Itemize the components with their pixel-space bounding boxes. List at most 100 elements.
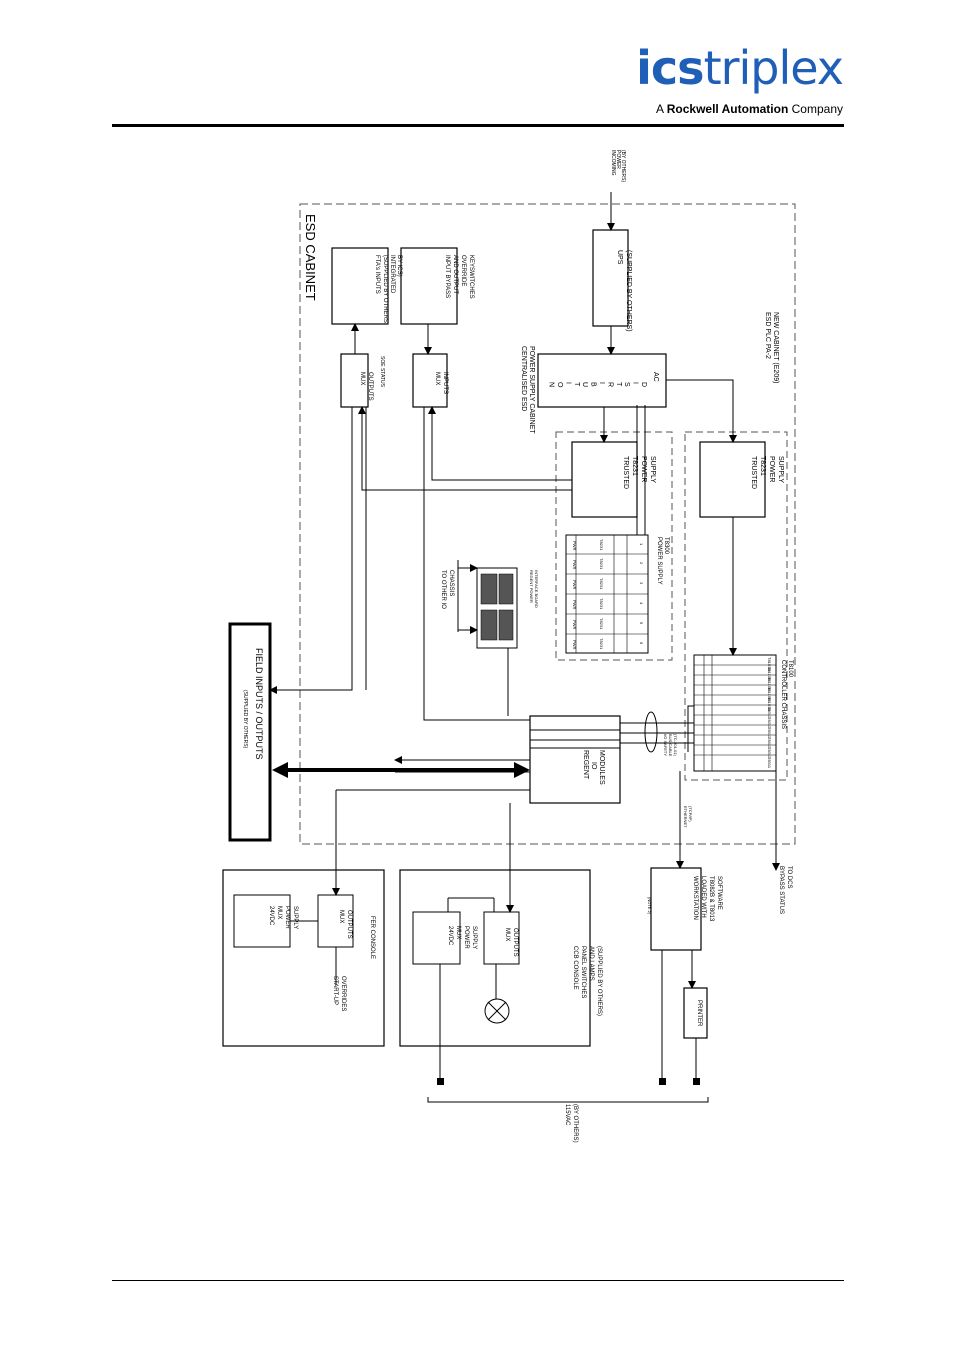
svg-text:(SUPPLIED BY OTHERS): (SUPPLIED BY OTHERS): [625, 250, 632, 332]
ac-distribution-box: [537, 353, 667, 408]
svg-text:PANEL SWITCHES: PANEL SWITCHES: [580, 946, 586, 998]
fta-inputs-box: [331, 247, 389, 325]
svg-text:SUPPLY: SUPPLY: [777, 456, 784, 483]
svg-text:T8300: T8300: [663, 537, 669, 555]
field-io-label: FIELD INPUTS / OUTPUTS: [254, 648, 264, 760]
ac-distribution-letter: I: [598, 382, 605, 384]
controller-chassis-t8100: [693, 654, 777, 772]
incoming-power-label: INCOMING: [610, 150, 616, 176]
svg-text:SUPPLY: SUPPLY: [292, 906, 298, 929]
regent-power-board-label: REGENT POWER: [529, 570, 534, 603]
to-other-io-label: TO OTHER IO: [440, 570, 446, 609]
ps-slot-number: 4: [639, 602, 644, 605]
svg-text:POWER: POWER: [768, 456, 775, 482]
ac-distribution-letter: B: [590, 382, 597, 387]
io-safety-bus-cable: [644, 711, 658, 753]
logo-wordmark: icstriplex: [636, 40, 844, 96]
svg-text:CHASSIS: CHASSIS: [448, 570, 454, 596]
controller-slot-label: T8311: [767, 757, 772, 769]
svg-text:OUTPUTS: OUTPUTS: [346, 910, 352, 939]
io-safety-bus-label: I/O SAFETY: [663, 734, 668, 756]
ups-box: [592, 229, 629, 327]
svg-text:T8100: T8100: [787, 660, 793, 678]
svg-text:LOADED WITH: LOADED WITH: [700, 876, 706, 918]
power-supply-t8300-chassis: [565, 534, 649, 654]
field-io-bus-arrow: [272, 762, 530, 778]
fer-24vdc-supply-box: [233, 894, 291, 948]
centralised-ps-cabinet-boundary: [555, 431, 673, 661]
input-bypass-box: [400, 247, 458, 325]
ac-distribution-letter: T: [615, 382, 622, 387]
ps-module-code: T8231: [599, 578, 604, 590]
svg-text:T8231: T8231: [759, 456, 766, 476]
ac-distribution-letter: I: [564, 382, 571, 384]
ac-distribution-letter: O: [556, 382, 563, 388]
controller-slot-label: T8311: [767, 717, 772, 729]
svg-text:SOFTWARE: SOFTWARE: [716, 876, 722, 910]
ac-distribution-letter: U: [581, 382, 588, 387]
svg-text:OVERRIDE: OVERRIDE: [460, 255, 466, 286]
svg-text:OUTPUTS: OUTPUTS: [367, 372, 373, 401]
ac-distribution-letter: D: [640, 382, 647, 387]
controller-slot-label: T8151B: [767, 697, 772, 711]
mux-outputs-box: [340, 353, 369, 408]
ac-distribution-letter: S: [623, 382, 630, 387]
connection-lines: [269, 192, 780, 1103]
printer-box: [683, 987, 708, 1039]
ps-row-label: PWR: [572, 600, 577, 609]
field-inputs-outputs-box: [228, 622, 272, 842]
centralised-cabinet-label: CENTRALISED ESD: [520, 346, 527, 411]
controller-chassis-label: CONTROLLER CHASSIS: [780, 660, 786, 729]
mux-inputs-label: MUX: [434, 372, 440, 385]
ps-row-label: PWR: [572, 580, 577, 589]
workstation-label: WORKSTATION: [692, 876, 698, 920]
ac-distribution-letter: T: [573, 382, 580, 387]
controller-slot-label: T8110B: [767, 677, 772, 691]
printer-label: PRINTER: [696, 1000, 702, 1027]
mux-outputs-label: MUX: [359, 372, 365, 385]
controller-slot-label: T8110B: [767, 667, 772, 681]
svg-text:TO DCS: TO DCS: [786, 866, 792, 889]
controller-slot-label: T8151B: [767, 657, 772, 671]
svg-text:AC: AC: [652, 372, 659, 382]
note-label: (NOTE 2): [647, 897, 652, 915]
ps-row-label: PWR: [572, 560, 577, 569]
ccb-24vdc-label: 24VDC: [447, 926, 453, 946]
startup-overrides-label: START-UP: [332, 976, 338, 1005]
mains-plugs: [437, 1078, 700, 1085]
svg-text:POWER: POWER: [463, 926, 469, 949]
svg-text:AND LAMPS: AND LAMPS: [588, 946, 594, 981]
ac-distribution-label: AC: [652, 372, 659, 382]
svg-text:IO: IO: [590, 762, 597, 770]
svg-text:(TC-201-01): (TC-201-01): [673, 734, 678, 756]
ps-slot-number: 6: [639, 642, 644, 645]
controller-slot-label: T8110B: [767, 687, 772, 701]
power-supply-t8300-label: POWER SUPPLY: [656, 537, 662, 585]
input-bypass-label: INPUT BYPASS: [444, 255, 450, 298]
svg-text:(BY OTHERS): (BY OTHERS): [572, 1104, 578, 1143]
esd-cabinet-boundary: [299, 203, 796, 845]
fta-inputs-label: FTA's INPUTS: [374, 255, 380, 294]
controller-slot-label: T8311: [767, 707, 772, 719]
svg-text:INPUTS: INPUTS: [442, 372, 448, 394]
ccb-mux-outputs-label: MUX: [504, 928, 510, 941]
fer-mux-outputs-label: MUX: [338, 910, 344, 923]
workstation-box: [650, 867, 702, 951]
ps-row-label: PWR: [572, 640, 577, 649]
bypass-status-label: BYPASS STATUS: [778, 866, 784, 914]
company-logo: icstriplex A Rockwell Automation Company: [600, 40, 845, 120]
ccb-24vdc-supply-box: [412, 911, 461, 965]
ac-distribution-letter: R: [606, 382, 613, 387]
svg-text:T8231: T8231: [631, 456, 638, 476]
svg-text:SUPPLY: SUPPLY: [649, 456, 656, 483]
logo-ics: ics: [636, 41, 704, 95]
trusted-ps-label-2: TRUSTED: [750, 456, 757, 489]
fer-console-label: FER CONSOLE: [369, 916, 375, 959]
svg-text:BUS CABLE: BUS CABLE: [668, 734, 673, 757]
controller-slot-label: T8311: [767, 737, 772, 749]
esd-plc-label: ESD PLC PA-2: [764, 312, 771, 359]
ups-label: UPS: [616, 250, 623, 265]
svg-text:AND OUTPUT: AND OUTPUT: [452, 255, 458, 294]
svg-text:SUPPLY: SUPPLY: [471, 926, 477, 949]
